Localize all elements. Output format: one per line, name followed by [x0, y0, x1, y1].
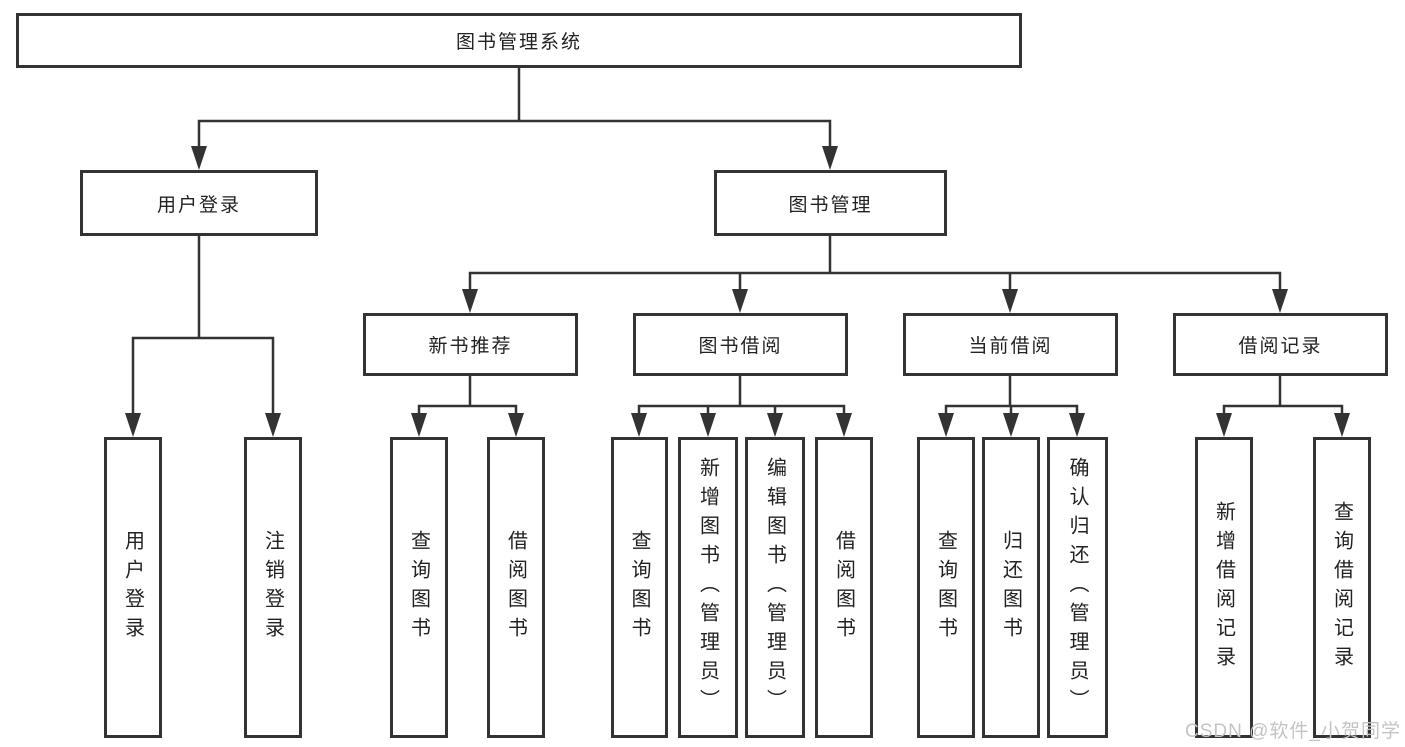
- node-leaf-borrow-books-recommend: 借阅图书: [487, 437, 545, 738]
- node-library-management-system: 图书管理系统: [16, 13, 1022, 68]
- node-book-borrowing: 图书借阅: [633, 313, 848, 376]
- node-book-management: 图书管理: [714, 170, 947, 236]
- node-leaf-return-books: 归还图书: [982, 437, 1040, 738]
- node-borrowing-records: 借阅记录: [1173, 313, 1388, 376]
- node-leaf-logout: 注销登录: [244, 437, 302, 738]
- node-leaf-query-books-current: 查询图书: [917, 437, 975, 738]
- node-current-borrowing: 当前借阅: [903, 313, 1118, 376]
- node-leaf-add-books-admin: 新增图书（管理员）: [678, 437, 738, 738]
- node-leaf-query-books-recommend: 查询图书: [390, 437, 448, 738]
- node-new-book-recommendation: 新书推荐: [363, 313, 578, 376]
- node-leaf-borrow-books: 借阅图书: [815, 437, 873, 738]
- node-leaf-confirm-return-admin: 确认归还（管理员）: [1047, 437, 1108, 738]
- watermark: CSDN @软件_小贺同学: [1185, 721, 1401, 742]
- node-leaf-query-books-borrowing: 查询图书: [611, 437, 668, 738]
- node-leaf-user-login: 用户登录: [104, 437, 162, 738]
- node-user-login: 用户登录: [80, 170, 318, 236]
- node-leaf-edit-books-admin: 编辑图书（管理员）: [745, 437, 805, 738]
- node-leaf-add-borrow-record: 新增借阅记录: [1195, 437, 1253, 738]
- node-leaf-query-borrow-record: 查询借阅记录: [1313, 437, 1371, 738]
